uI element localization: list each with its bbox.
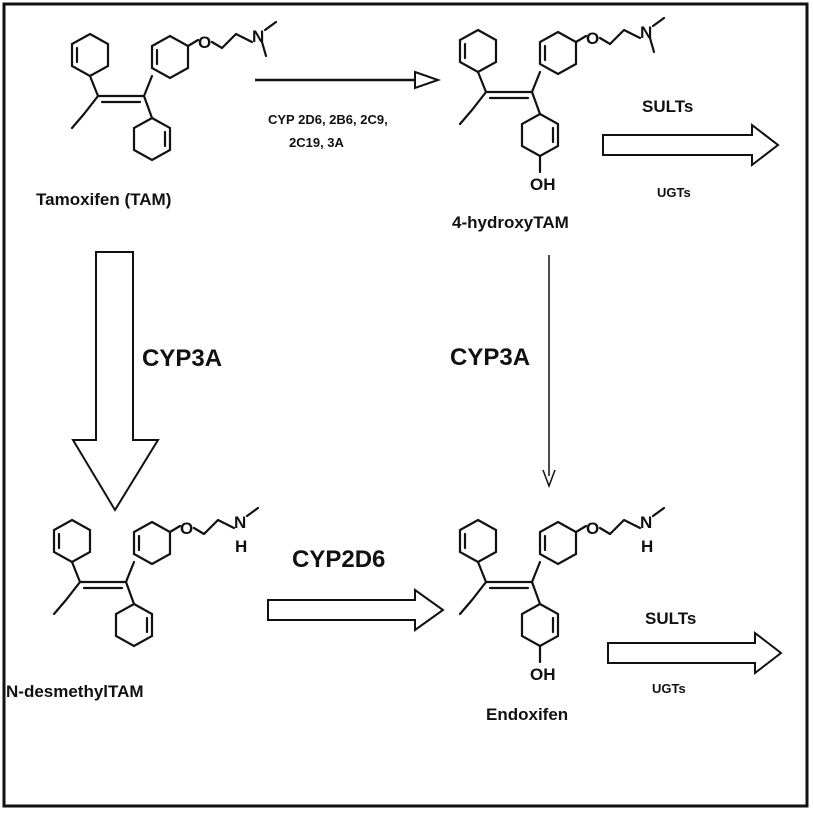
phenol-ring bbox=[520, 112, 560, 174]
phenyl-ring-b bbox=[132, 116, 172, 162]
amine-hydrogen: H bbox=[641, 537, 653, 556]
sults-label-top: SULTs bbox=[642, 97, 693, 116]
hydroxytam-label: 4-hydroxyTAM bbox=[452, 213, 569, 232]
enzyme-cyp2d6: CYP2D6 bbox=[292, 546, 385, 573]
arrow-hydroxytam-conjugation bbox=[602, 122, 780, 168]
desmethyltam-structure: O N H bbox=[52, 506, 260, 648]
endoxifen-label: Endoxifen bbox=[486, 705, 568, 724]
desmethyltam-label: N-desmethylTAM bbox=[6, 682, 144, 701]
nitrogen-atom: N bbox=[640, 513, 652, 532]
ugts-label-bottom: UGTs bbox=[652, 681, 686, 696]
nitrogen-atom: N bbox=[234, 513, 246, 532]
tamoxifen-label: Tamoxifen (TAM) bbox=[36, 190, 171, 209]
arrow-tam-to-hydroxytam bbox=[255, 70, 442, 90]
enzyme-cyp-multiple-line2: 2C19, 3A bbox=[289, 135, 345, 150]
hydroxytam-structure: OH O N bbox=[458, 16, 666, 194]
enzyme-cyp3a-right: CYP3A bbox=[450, 344, 530, 371]
oxygen-atom: O bbox=[586, 519, 599, 538]
oxygen-atom: O bbox=[180, 519, 193, 538]
tamoxifen-structure: O N bbox=[70, 20, 278, 162]
sults-label-bottom: SULTs bbox=[645, 609, 696, 628]
enzyme-cyp3a-left: CYP3A bbox=[142, 345, 222, 372]
arrow-tam-to-desmethyltam bbox=[71, 251, 160, 512]
arrow-desmethyltam-to-endoxifen bbox=[267, 588, 445, 632]
enzyme-cyp-multiple-line1: CYP 2D6, 2B6, 2C9, bbox=[268, 112, 388, 127]
phenol-ring bbox=[520, 602, 560, 664]
ugts-label-top: UGTs bbox=[657, 185, 691, 200]
hydroxyl-group: OH bbox=[530, 665, 556, 684]
endoxifen-structure: OH O N H bbox=[458, 506, 666, 684]
oxygen-atom: O bbox=[586, 29, 599, 48]
hydroxyl-group: OH bbox=[530, 175, 556, 194]
oxygen-atom: O bbox=[198, 33, 211, 52]
arrow-hydroxytam-to-endoxifen bbox=[542, 255, 556, 489]
phenyl-ring-b bbox=[114, 602, 154, 648]
arrow-endoxifen-conjugation bbox=[607, 630, 783, 676]
amine-hydrogen: H bbox=[235, 537, 247, 556]
